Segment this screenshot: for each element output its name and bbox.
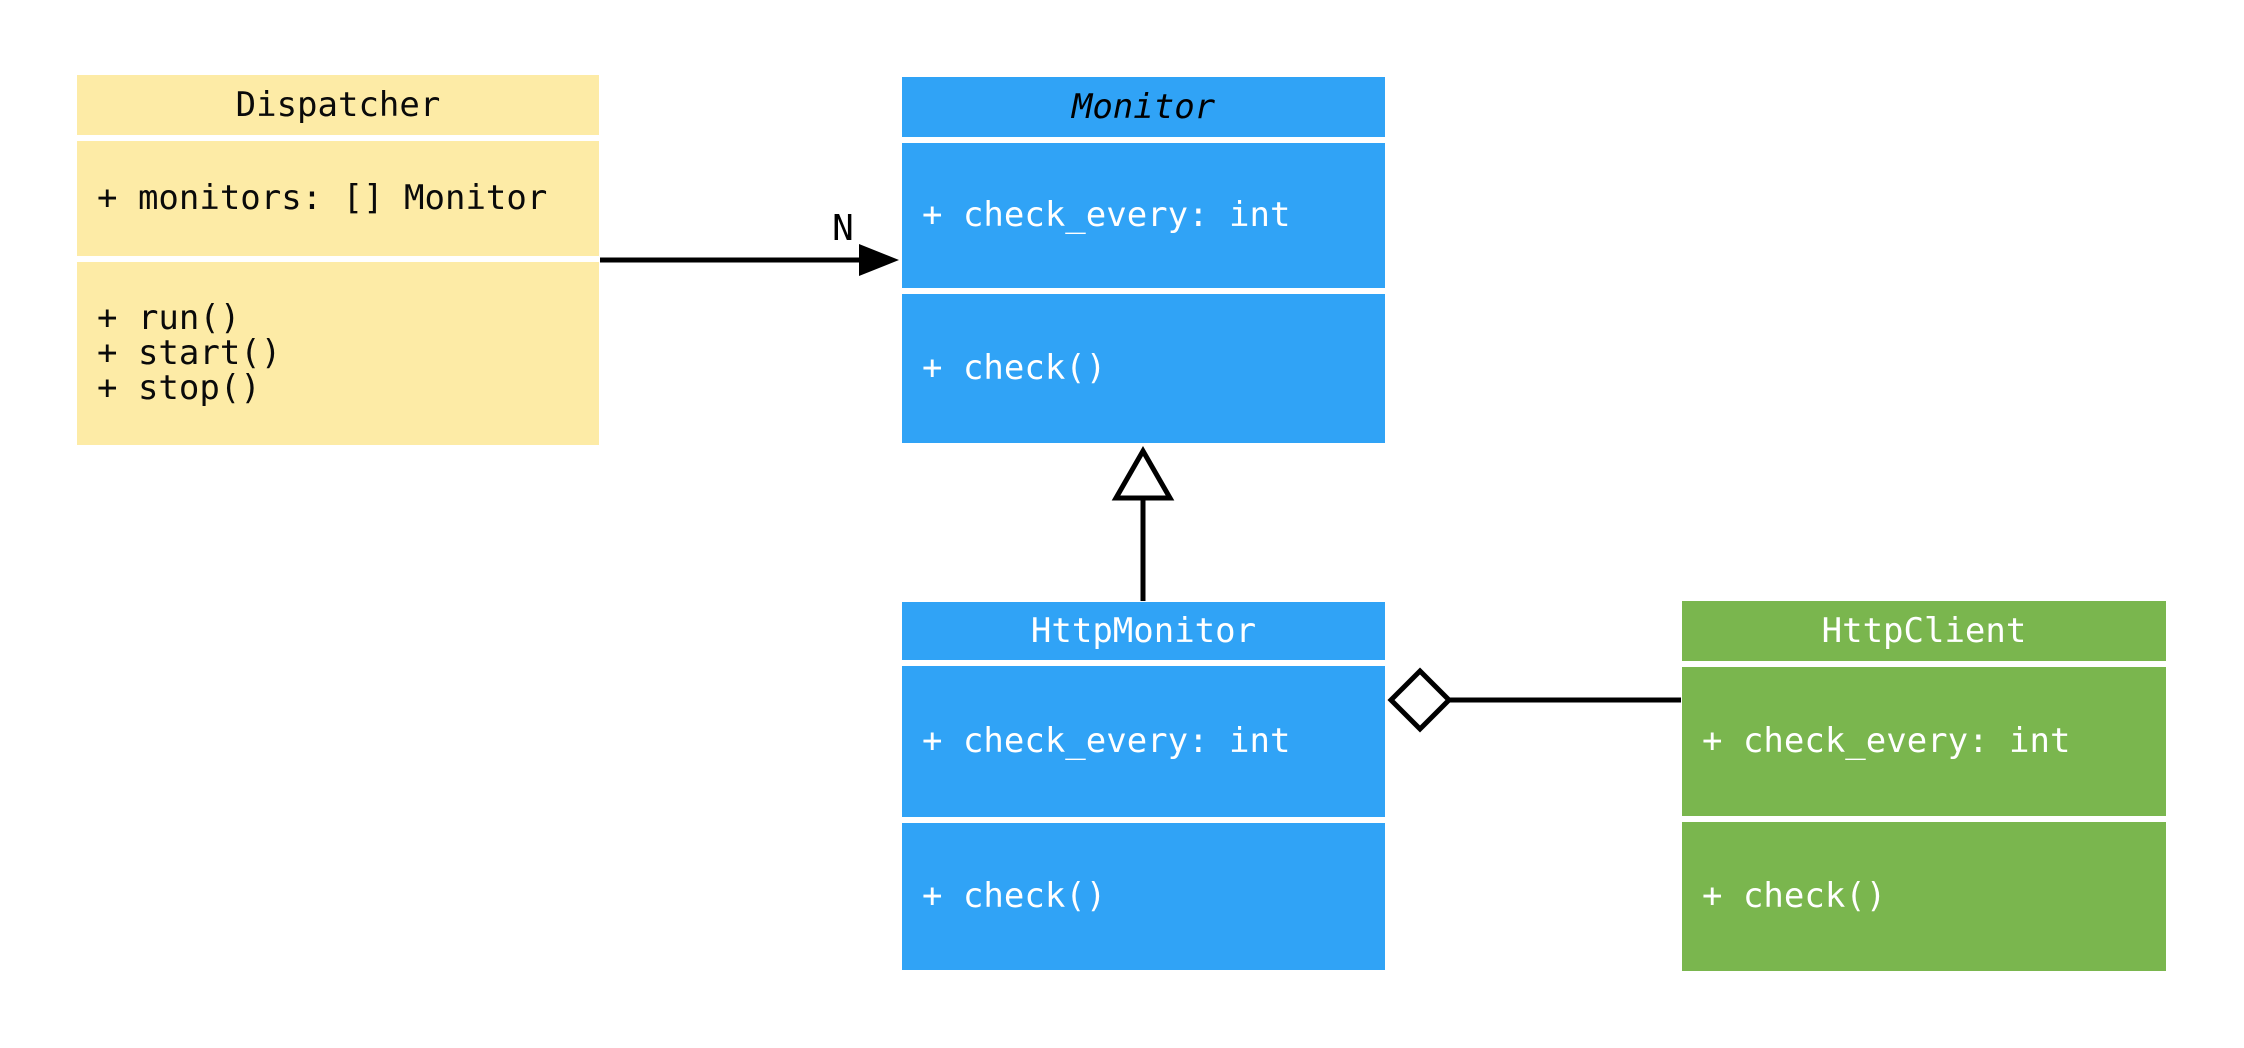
- class-methods-httpclient: + check(): [1682, 822, 2166, 971]
- attribute-line: + check_every: int: [922, 721, 1291, 761]
- attribute-line: + check_every: int: [922, 195, 1291, 235]
- association-multiplicity-label: N: [832, 208, 854, 249]
- method-line: + start(): [97, 333, 282, 373]
- class-title-httpclient: HttpClient: [1682, 601, 2166, 661]
- class-attributes-monitor: + check_every: int: [902, 143, 1385, 288]
- method-line: + check(): [1702, 876, 1887, 916]
- class-box-dispatcher: Dispatcher + monitors: [] Monitor + run(…: [77, 75, 599, 445]
- filled-arrowhead-icon: [859, 244, 899, 276]
- aggregation-link-httpmonitor-httpclient: [1387, 667, 1681, 733]
- class-methods-httpmonitor: + check(): [902, 823, 1385, 970]
- class-title-monitor: Monitor: [902, 77, 1385, 137]
- association-arrow-dispatcher-monitor: [600, 244, 899, 276]
- class-title-httpmonitor: HttpMonitor: [902, 602, 1385, 660]
- class-box-monitor: Monitor + check_every: int + check(): [902, 77, 1385, 443]
- hollow-diamond-icon: [1387, 667, 1453, 733]
- class-attributes-dispatcher: + monitors: [] Monitor: [77, 141, 599, 256]
- method-line: + check(): [922, 876, 1107, 916]
- class-title-dispatcher: Dispatcher: [77, 75, 599, 135]
- class-methods-monitor: + check(): [902, 294, 1385, 443]
- method-line: + stop(): [97, 368, 261, 408]
- class-box-httpmonitor: HttpMonitor + check_every: int + check(): [902, 602, 1385, 970]
- class-box-httpclient: HttpClient + check_every: int + check(): [1682, 601, 2166, 971]
- class-attributes-httpclient: + check_every: int: [1682, 667, 2166, 816]
- class-attributes-httpmonitor: + check_every: int: [902, 666, 1385, 817]
- hollow-triangle-icon: [1111, 445, 1175, 501]
- generalization-arrow-httpmonitor-monitor: [1111, 445, 1175, 601]
- attribute-line: + monitors: [] Monitor: [97, 178, 548, 218]
- attribute-line: + check_every: int: [1702, 721, 2071, 761]
- method-line: + check(): [922, 348, 1107, 388]
- class-methods-dispatcher: + run() + start() + stop(): [77, 262, 599, 445]
- method-line: + run(): [97, 298, 241, 338]
